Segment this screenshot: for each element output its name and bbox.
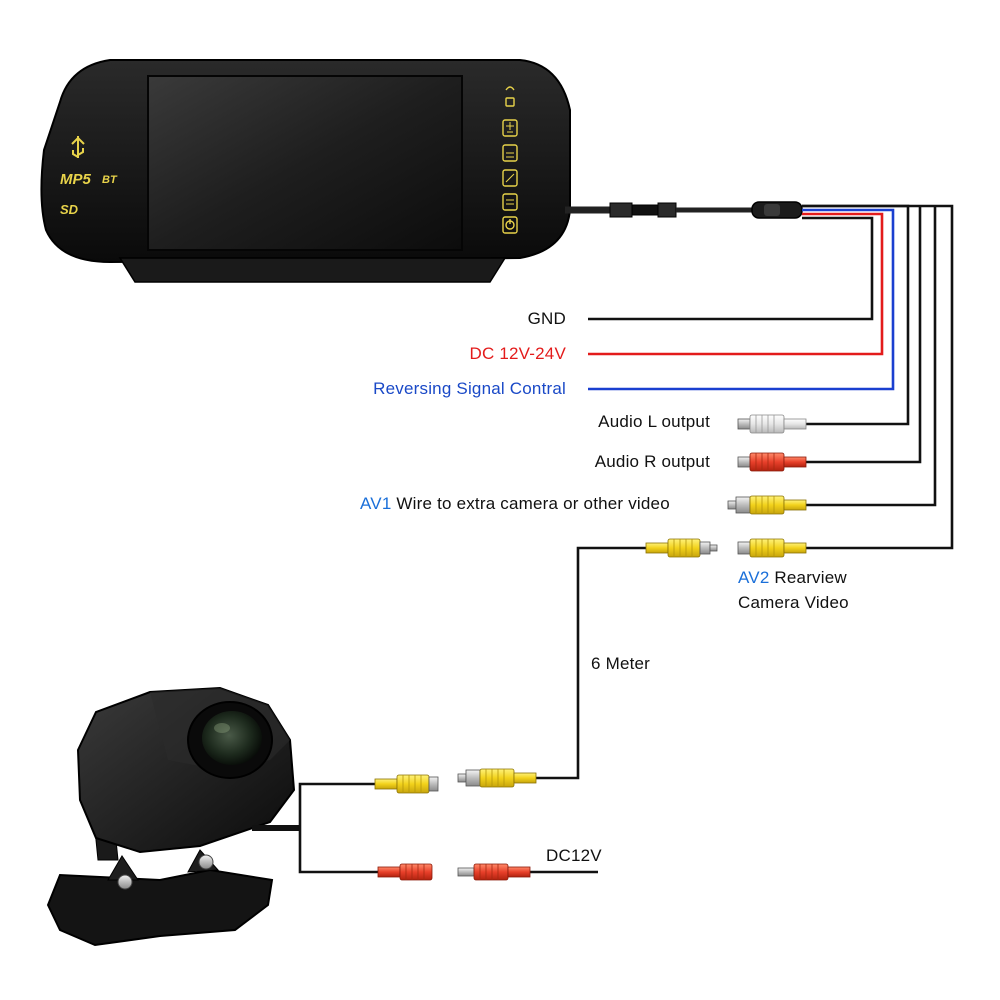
gnd-label: GND	[527, 309, 566, 328]
six-meter-video-cable	[536, 546, 646, 780]
av1-description: Wire to extra camera or other video	[391, 494, 670, 513]
volume-button-icon	[502, 119, 518, 137]
gnd-wire	[588, 216, 874, 321]
av1-wire	[806, 206, 937, 507]
av2-line2: Camera Video	[738, 593, 849, 612]
sd-card-icon: SD	[60, 202, 79, 217]
power-button-icon	[502, 216, 518, 234]
camera-video-rca-socket	[374, 774, 439, 794]
monitor-screen	[147, 75, 463, 251]
audio-r-rca-plug	[737, 452, 807, 472]
cable-top-rca-plug	[645, 538, 718, 558]
rearview-mirror-monitor: MP5 BT SD	[40, 59, 803, 283]
av2-wire	[802, 204, 954, 550]
dc12v-label: DC12V	[546, 846, 602, 865]
av1-rca-plug	[727, 495, 807, 515]
av2-line1: Rearview	[769, 568, 847, 587]
cable-bottom-rca-plug	[457, 768, 537, 788]
audio-r-label: Audio R output	[594, 452, 710, 471]
av2-rca-socket	[737, 538, 807, 558]
dc-voltage-label: DC 12V-24V	[469, 344, 566, 363]
harness-wires	[588, 204, 954, 550]
av2-label: AV2 Rearview	[738, 568, 847, 588]
menu-button-icon	[502, 144, 518, 162]
av1-prefix: AV1	[360, 494, 392, 513]
cable-length-label: 6 Meter	[591, 654, 651, 673]
reversing-signal-label: Reversing Signal Contral	[373, 379, 566, 398]
reverse-wire	[588, 208, 895, 391]
monitor-button-column	[502, 86, 518, 234]
dc-wire	[588, 212, 884, 356]
audio-l-rca-plug	[737, 414, 807, 434]
mount-screw-right	[198, 854, 214, 870]
ir-icon	[505, 86, 515, 91]
bt-label: BT	[102, 174, 118, 186]
mount-screw-left	[117, 874, 133, 890]
mp5-label: MP5	[60, 171, 92, 188]
svg-text:SD: SD	[60, 202, 79, 217]
av2-prefix: AV2	[738, 568, 770, 587]
camera-mount-bracket	[46, 868, 274, 947]
usb-icon	[71, 136, 85, 158]
audio-r-wire	[806, 206, 922, 464]
av1-label: AV1 Wire to extra camera or other video	[360, 494, 670, 514]
av-switch-button-icon	[502, 193, 518, 211]
camera-lens	[202, 711, 262, 765]
camera-power-socket	[377, 863, 433, 881]
audio-l-label: Audio L output	[598, 412, 710, 431]
dc12v-power-plug	[457, 863, 531, 881]
up-down-button-icon	[502, 169, 518, 187]
camera-cables	[298, 782, 598, 874]
rearview-camera	[46, 686, 300, 947]
sensor-icon	[505, 97, 515, 107]
